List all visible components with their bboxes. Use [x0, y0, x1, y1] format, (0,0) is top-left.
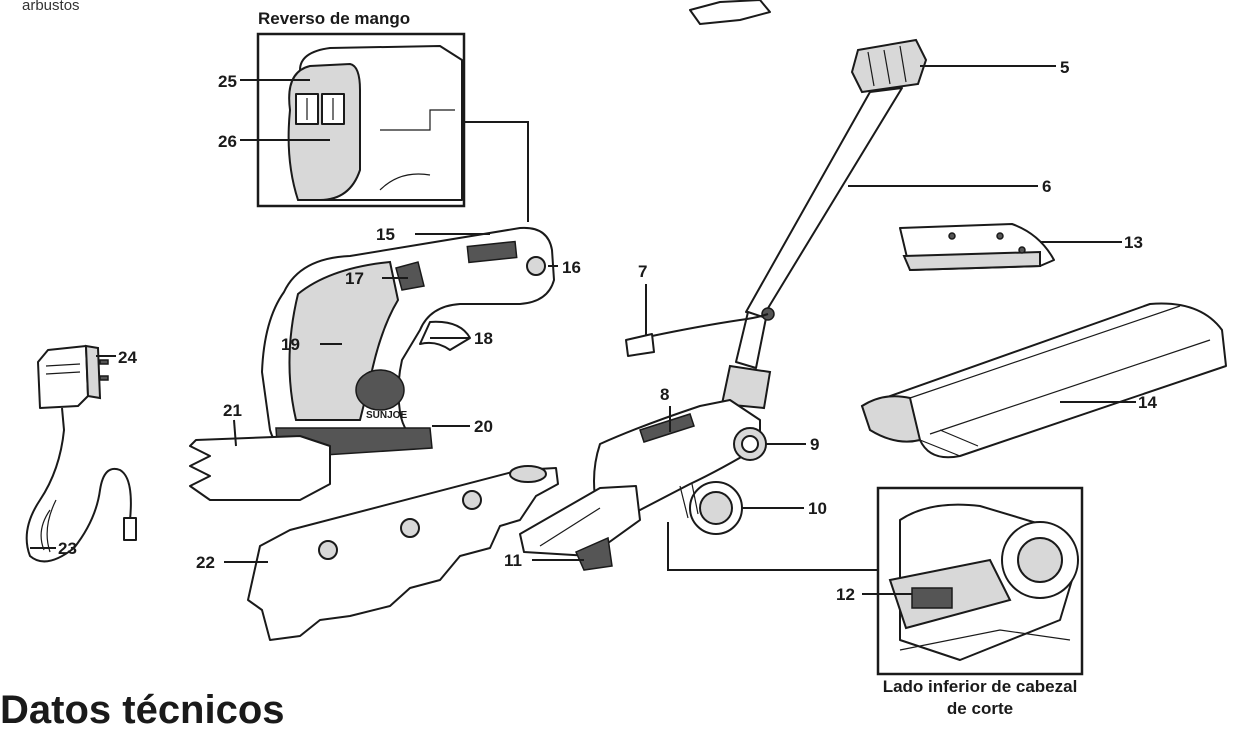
charging-port-16	[526, 256, 546, 276]
brand-logo-text: SUNJOE	[366, 410, 407, 421]
callout-11: 11	[504, 551, 522, 570]
inset-handle-caption: Reverso de mango	[258, 9, 410, 28]
inset-head-leader	[667, 522, 878, 571]
charger-24	[37, 344, 109, 409]
callout-16: 16	[562, 258, 581, 277]
lock-collar-5	[850, 38, 928, 94]
blade-sheath-14	[860, 302, 1227, 459]
callout-24: 24	[118, 348, 137, 367]
pole-handle-top	[689, 0, 771, 25]
callout-8: 8	[660, 385, 669, 404]
callout-9: 9	[810, 435, 819, 454]
callout-25: 25	[218, 72, 237, 91]
callout-18: 18	[474, 329, 493, 348]
callout-19: 19	[281, 335, 300, 354]
section-heading: Datos técnicos	[0, 688, 285, 732]
callout-23: 23	[58, 539, 77, 558]
callout-5: 5	[1060, 58, 1069, 77]
inset-handle-leader	[464, 121, 529, 222]
shear-handle-assembly: SUNJOE	[261, 226, 555, 459]
angle-button-8	[639, 413, 695, 443]
inset-handle-back: Reverso de mango 25 26	[218, 9, 466, 208]
blade-cover-13	[899, 223, 1055, 272]
page-top-text: arbustos	[22, 0, 80, 14]
handle-label	[466, 240, 518, 264]
lock-button-17	[395, 261, 425, 291]
trigger-18	[419, 320, 471, 351]
callout-7: 7	[638, 262, 647, 281]
callout-12: 12	[836, 585, 855, 604]
charger-cord-23	[25, 407, 137, 563]
sunjoe-logo-badge	[355, 369, 405, 411]
telescopic-pole	[689, 0, 928, 410]
connection-cord-7	[625, 313, 769, 357]
callout-22: 22	[196, 553, 215, 572]
release-latch-12	[911, 587, 953, 609]
callout-15: 15	[376, 225, 395, 244]
handle-back-panel	[287, 62, 361, 201]
callout-14: 14	[1138, 393, 1157, 412]
callout-10: 10	[808, 499, 827, 518]
inset-head-underside	[876, 486, 1084, 676]
callout-17: 17	[345, 269, 364, 288]
pole-joint	[720, 364, 772, 410]
cutting-head	[519, 399, 767, 571]
pole-tube-6	[745, 87, 903, 319]
callout-20: 20	[474, 417, 493, 436]
shrub-blade-22	[247, 465, 559, 641]
grass-blade-21	[189, 435, 331, 501]
callout-26: 26	[218, 132, 237, 151]
callout-6: 6	[1042, 177, 1051, 196]
callout-21: 21	[223, 401, 242, 420]
inset-head-caption-line1: Lado inferior de cabezal	[883, 677, 1078, 696]
callout-13: 13	[1124, 233, 1143, 252]
inset-head-caption-line2: de corte	[947, 699, 1013, 718]
